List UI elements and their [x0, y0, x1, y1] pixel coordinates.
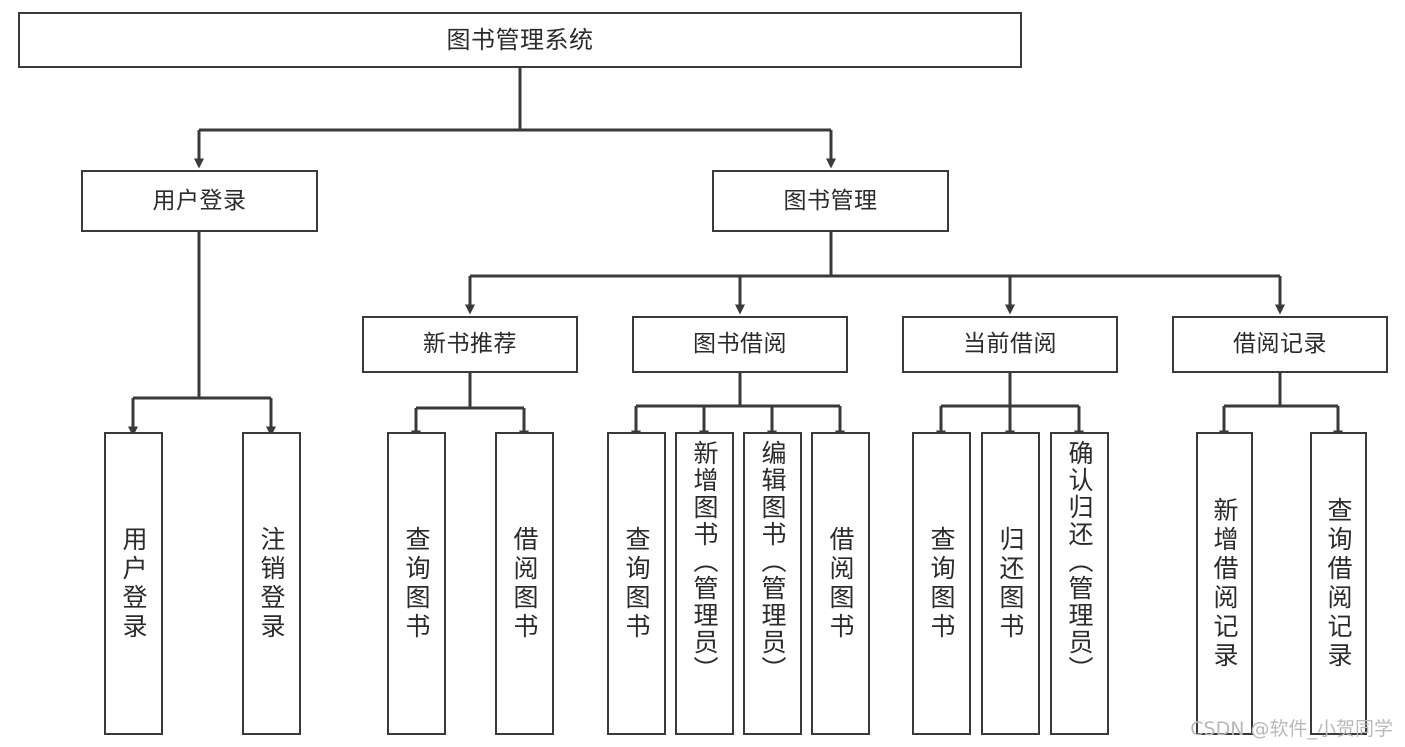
node-label: 归还图书	[996, 525, 1025, 642]
leaf-recommend-borrow-book[interactable]: 借阅图书	[495, 432, 554, 735]
node-label: 确认归还（管理员）	[1065, 440, 1094, 683]
node-label: 借阅图书	[826, 525, 855, 642]
leaf-record-query-record[interactable]: 查询借阅记录	[1310, 432, 1367, 735]
node-label: 新书推荐	[423, 331, 517, 357]
node-label: 图书管理系统	[446, 26, 594, 54]
leaf-current-query-book[interactable]: 查询图书	[912, 432, 971, 735]
node-label: 借阅记录	[1233, 331, 1327, 357]
csdn-watermark: CSDN @软件_小贺同学	[1190, 718, 1393, 740]
node-book-borrow[interactable]: 图书借阅	[632, 316, 848, 373]
leaf-borrow-borrow-book[interactable]: 借阅图书	[811, 432, 870, 735]
leaf-user-logout[interactable]: 注销登录	[242, 432, 301, 735]
node-borrow-record[interactable]: 借阅记录	[1172, 316, 1388, 373]
leaf-current-return-book[interactable]: 归还图书	[981, 432, 1040, 735]
node-label: 查询借阅记录	[1324, 496, 1353, 671]
node-label: 用户登录	[152, 187, 247, 214]
node-new-book-recommend[interactable]: 新书推荐	[362, 316, 578, 373]
node-label: 新增借阅记录	[1210, 496, 1239, 671]
node-label: 注销登录	[257, 525, 286, 642]
node-label: 编辑图书（管理员）	[758, 440, 787, 683]
leaf-borrow-edit-book-admin[interactable]: 编辑图书（管理员）	[743, 432, 802, 735]
leaf-user-login[interactable]: 用户登录	[104, 432, 163, 735]
node-label: 新增图书（管理员）	[690, 440, 719, 683]
node-current-borrow[interactable]: 当前借阅	[902, 316, 1118, 373]
node-user-login[interactable]: 用户登录	[81, 170, 318, 232]
node-label: 用户登录	[119, 525, 148, 642]
node-label: 查询图书	[927, 525, 956, 642]
node-label: 图书借阅	[693, 331, 787, 357]
node-label: 查询图书	[402, 525, 431, 642]
node-root-system[interactable]: 图书管理系统	[18, 12, 1022, 68]
leaf-borrow-add-book-admin[interactable]: 新增图书（管理员）	[675, 432, 734, 735]
node-label: 借阅图书	[510, 525, 539, 642]
node-label: 当前借阅	[963, 331, 1057, 357]
node-book-management[interactable]: 图书管理	[712, 170, 949, 232]
leaf-recommend-query-book[interactable]: 查询图书	[387, 432, 446, 735]
node-label: 查询图书	[622, 525, 651, 642]
node-label: 图书管理	[783, 187, 878, 214]
leaf-current-confirm-return-admin[interactable]: 确认归还（管理员）	[1050, 432, 1109, 735]
leaf-record-add-record[interactable]: 新增借阅记录	[1196, 432, 1253, 735]
leaf-borrow-query-book[interactable]: 查询图书	[607, 432, 666, 735]
